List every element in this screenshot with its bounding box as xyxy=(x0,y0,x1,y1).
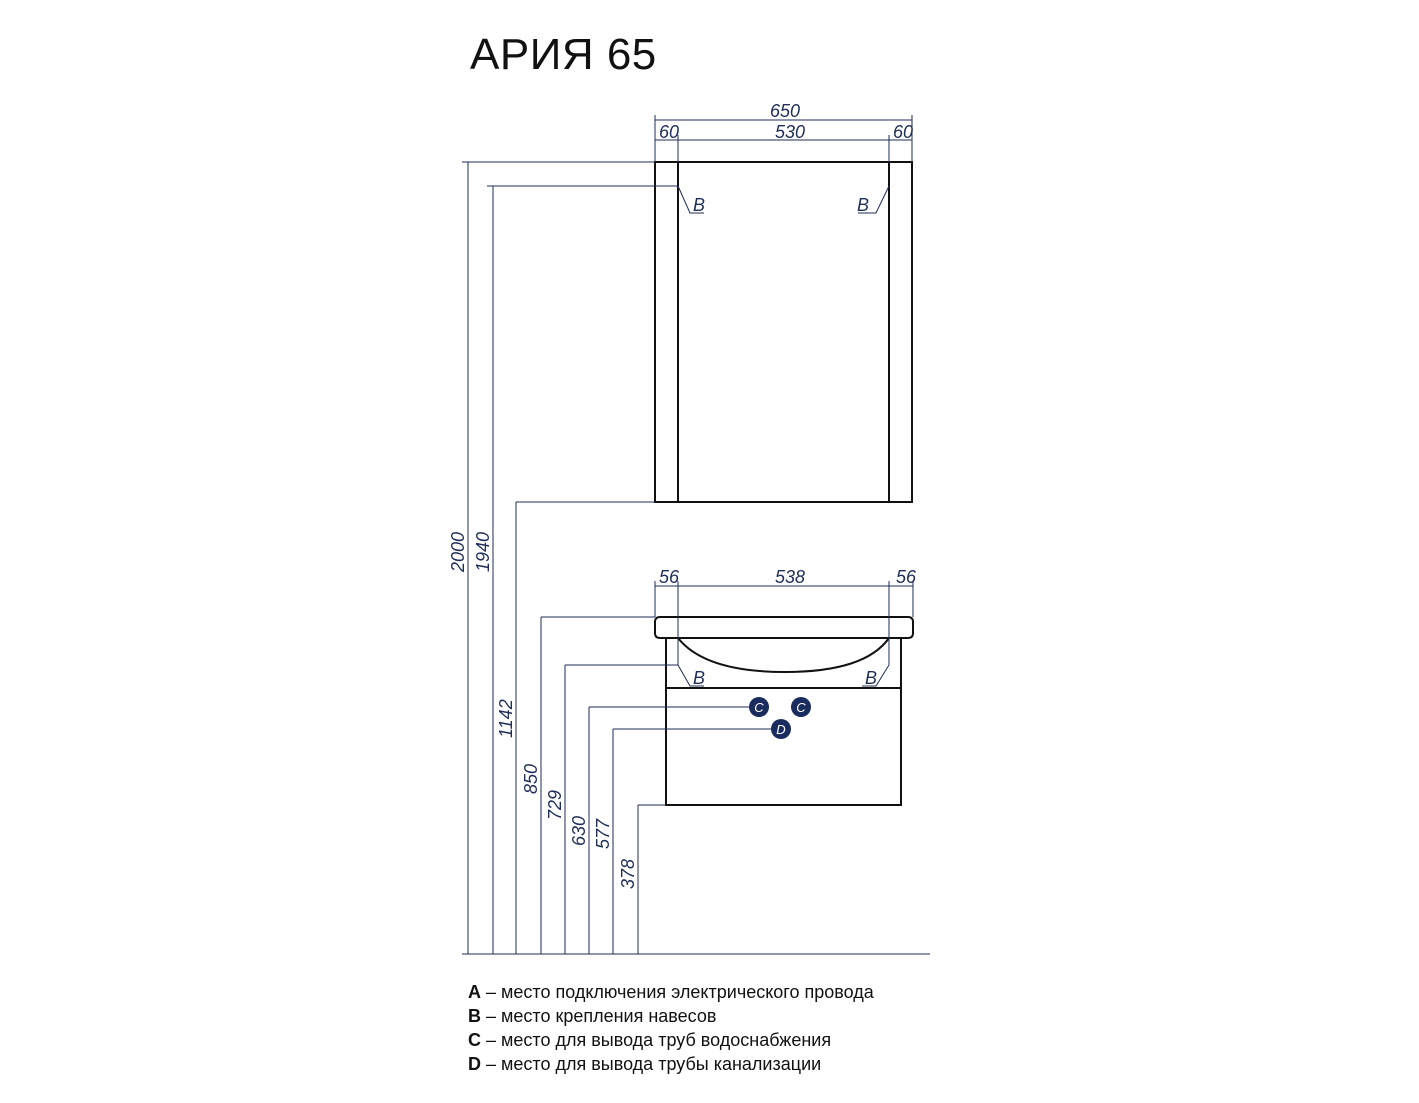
mirror-marker-b-right: B xyxy=(857,195,869,215)
vanity-marker-b-left: B xyxy=(693,668,705,688)
pipe-markers xyxy=(749,697,811,739)
mirror-cabinet xyxy=(654,161,913,503)
height-1940: 1940 xyxy=(473,532,493,572)
mirror-b-leaders xyxy=(677,185,890,214)
height-630: 630 xyxy=(569,816,589,846)
legend-item-b: B – место крепления навесов xyxy=(468,1006,717,1026)
marker-d: D xyxy=(776,722,785,737)
mirror-center-label: 530 xyxy=(775,122,805,142)
height-577: 577 xyxy=(593,818,613,849)
height-2000: 2000 xyxy=(448,532,468,573)
height-1142: 1142 xyxy=(496,699,516,738)
vanity-side-right-label: 56 xyxy=(896,567,917,587)
mirror-width-dimensions xyxy=(654,115,913,162)
mirror-side-right-label: 60 xyxy=(893,122,913,142)
mirror-width-label: 650 xyxy=(770,101,800,121)
height-378: 378 xyxy=(618,859,638,889)
vanity-cabinet xyxy=(654,616,914,806)
vanity-width-dimensions xyxy=(654,581,914,665)
height-labels: 2000 1940 1142 850 729 630 577 378 xyxy=(448,532,638,889)
page-title: АРИЯ 65 xyxy=(470,30,657,79)
vanity-center-label: 538 xyxy=(775,567,805,587)
vanity-marker-b-right: B xyxy=(865,668,877,688)
marker-c-left: C xyxy=(754,700,764,715)
height-729: 729 xyxy=(545,790,565,820)
height-850: 850 xyxy=(521,764,541,794)
legend-item-a: A – место подключения электрического про… xyxy=(468,982,874,1002)
marker-c-right: C xyxy=(796,700,806,715)
legend-item-d: D – место для вывода трубы канализации xyxy=(468,1054,822,1074)
vanity-b-leaders xyxy=(677,664,890,687)
height-dimension-lines xyxy=(462,161,930,955)
legend: A – место подключения электрического про… xyxy=(468,980,874,1076)
legend-item-c: C – место для вывода труб водоснабжения xyxy=(468,1030,832,1050)
vanity-side-left-label: 56 xyxy=(659,567,680,587)
mirror-side-left-label: 60 xyxy=(659,122,679,142)
mirror-marker-b-left: B xyxy=(693,195,705,215)
